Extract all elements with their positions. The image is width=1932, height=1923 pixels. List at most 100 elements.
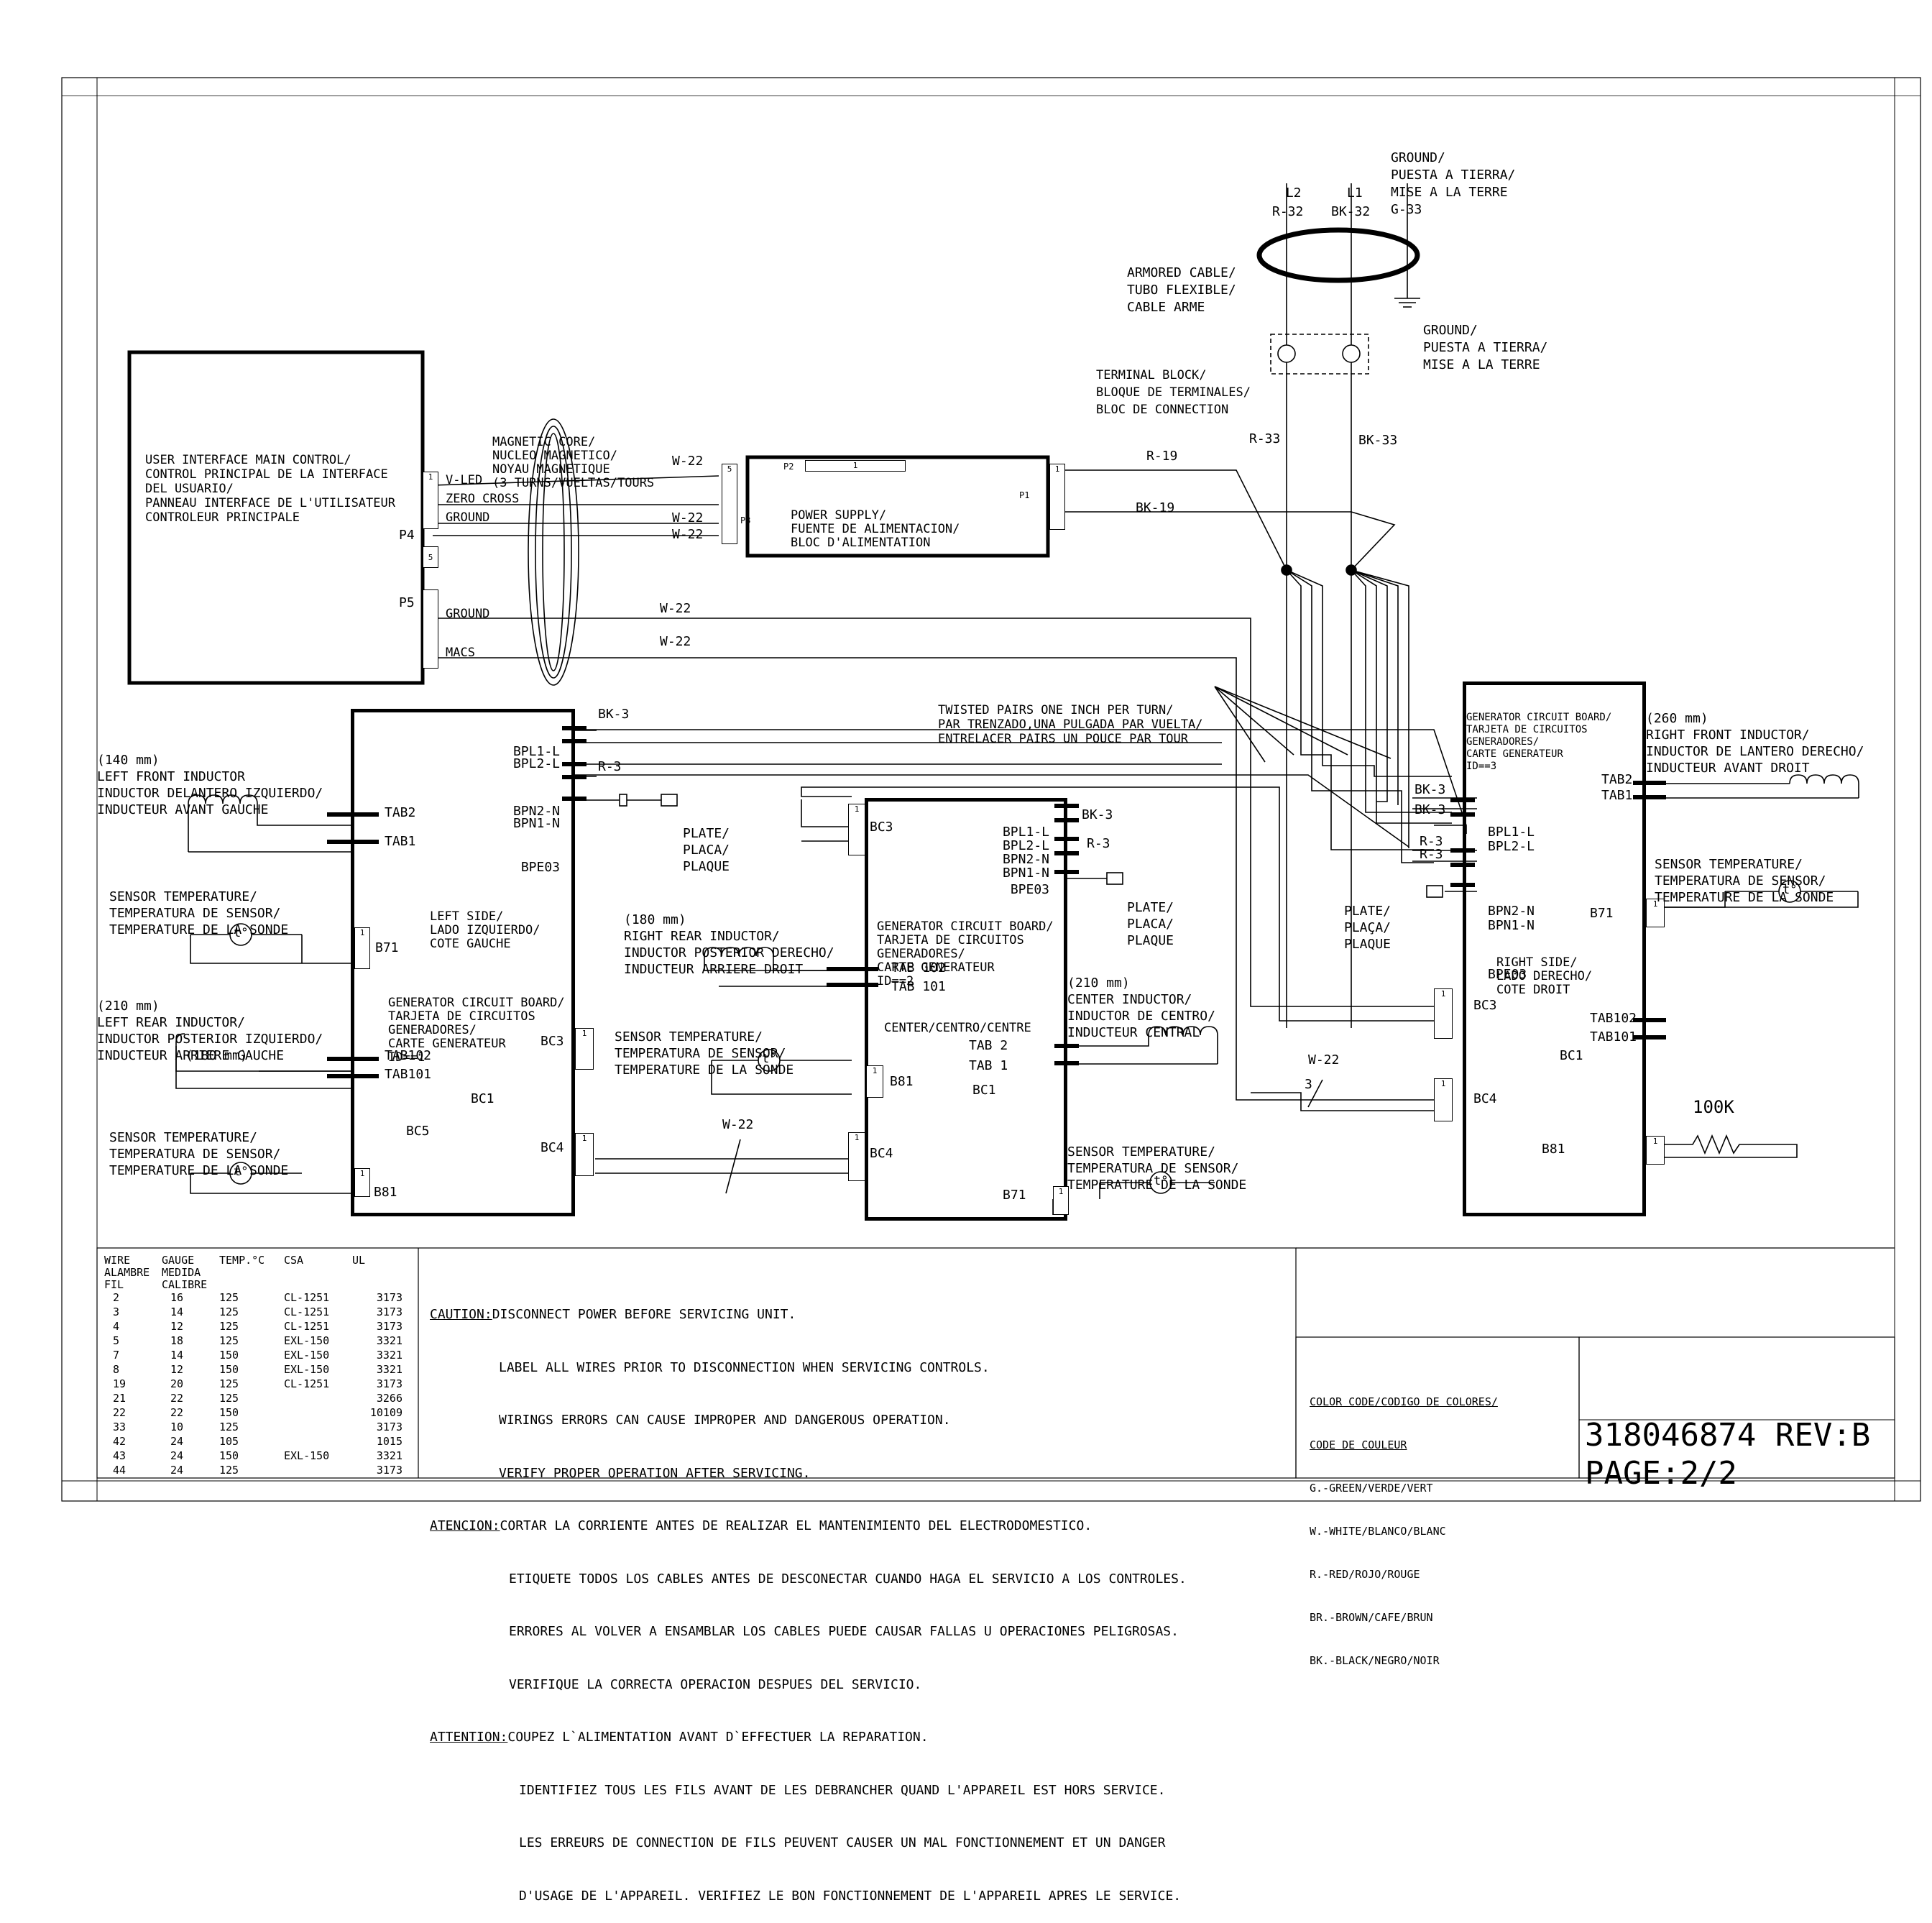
table-cell: 3321 [376,1349,402,1362]
w22-label-right: W-22 [1308,1052,1340,1068]
sensor-icon-5: t° [1782,883,1798,897]
right-front-label: (260 mm)RIGHT FRONT INDUCTOR/INDUCTOR DE… [1646,711,1864,776]
center-bc3-pin: 1 [848,804,865,855]
left-bc4: BC4 [540,1140,564,1155]
table-cell: EXL-150 [284,1363,330,1376]
left-b81: B81 [374,1185,397,1200]
left-b81-pin: 1 [354,1168,370,1197]
table-cell: 18 [170,1334,184,1347]
sensor-icon-2: t° [234,1165,249,1179]
right-b81: B81 [1542,1142,1565,1157]
left-tab101: TAB101 [385,1067,432,1082]
left-front-coil [188,794,351,826]
armored-cable-ellipse [1256,227,1420,283]
bk33-label: BK-33 [1358,433,1398,448]
power-supply-box [745,455,1050,558]
table-cell: CL-1251 [284,1377,330,1390]
table-cell: CL-1251 [284,1305,330,1318]
left-bc1: BC1 [471,1091,494,1106]
left-bc4-pin: 1 [575,1133,594,1176]
table-cell: 43 [113,1449,126,1462]
right-bc4: BC4 [1473,1091,1497,1106]
bk19-label: BK-19 [1136,500,1175,515]
left-tab2: TAB2 [385,805,416,820]
center-tab1: TAB 1 [969,1058,1008,1073]
ps-p3-label: P3 [740,515,751,526]
table-cell: 20 [170,1377,184,1390]
center-bc4: BC4 [870,1146,893,1161]
left-rear-label: (210 mm)LEFT REAR INDUCTOR/INDUCTOR POST… [97,999,323,1063]
center-label: CENTER/CENTRO/CENTRE [884,1021,1031,1035]
table-cell: 44 [113,1464,126,1477]
right-r3-2: R-3 [1420,847,1443,862]
left-tab102: TAB102 [385,1048,432,1063]
right-bc1: BC1 [1560,1048,1583,1063]
center-tab2: TAB 2 [969,1038,1008,1053]
table-cell: 3173 [376,1421,402,1433]
table-cell: 3321 [376,1363,402,1376]
center-r3: R-3 [1087,836,1110,851]
right-rear-coil [704,947,774,970]
table-cell: 7 [113,1349,120,1362]
table-cell: 125 [219,1377,239,1390]
ui-p4-pin-5: 5 [423,546,438,568]
right-bc3-pin: 1 [1434,988,1453,1039]
bk3-label-left: BK-3 [598,707,630,722]
table-cell: 21 [113,1392,126,1405]
table-cell: 3321 [376,1449,402,1462]
sensor-icon-4: t° [1154,1174,1169,1188]
left-plate-label: PLATE/PLACA/PLAQUE [683,826,730,874]
right-plate-label: PLATE/PLAÇA/PLAQUE [1344,904,1392,952]
table-cell: 3173 [376,1464,402,1477]
center-tab102: TAB 102 [891,960,946,976]
right-b81-pin: 1 [1646,1136,1665,1165]
w22-label-4: W-22 [660,601,691,616]
macs-label: MACS [446,646,475,660]
three-label: 3 [1305,1077,1312,1092]
ps-p1-label: P1 [1019,490,1030,500]
table-cell: 14 [170,1305,184,1318]
right-tab102: TAB102 [1590,1011,1637,1026]
center-b71: B71 [1003,1188,1026,1203]
right-r3-1: R-3 [1420,834,1443,849]
center-board-label: GENERATOR CIRCUIT BOARD/TARJETA DE CIRCU… [877,919,1054,988]
table-cell: 105 [219,1435,239,1448]
table-cell: 10109 [369,1406,402,1419]
left-tab-stubs [327,812,379,1100]
table-cell: 3173 [376,1291,402,1304]
sensor-icon-3: t° [762,1052,777,1066]
w22-label-2: W-22 [672,510,704,526]
power-supply-label: POWER SUPPLY/FUENTE DE ALIMENTACION/BLOC… [791,508,960,550]
r33-label: R-33 [1249,431,1281,446]
left-bc5: BC5 [406,1124,430,1139]
r19-label: R-19 [1146,449,1178,464]
left-sensor-1: SENSOR TEMPERATURE/TEMPERATURA DE SENSOR… [109,889,289,937]
center-bc1: BC1 [972,1083,996,1098]
table-cell [284,1464,352,1478]
table-cell: 3321 [376,1334,402,1347]
ui-p5-pin [423,589,438,669]
left-bc3-pin: 1 [575,1028,594,1070]
table-cell: 22 [170,1392,184,1405]
ground-label-1: GROUND [446,510,490,525]
right-b71: B71 [1590,906,1614,921]
table-cell [284,1392,352,1406]
left-b71-pin: 1 [354,927,370,969]
center-b81-pin: 1 [866,1065,883,1098]
table-cell: 22 [170,1406,184,1419]
ps-p1-pin: 1 [1049,464,1065,530]
terminal-block-label: TERMINAL BLOCK/BLOQUE DE TERMINALES/BLOC… [1096,368,1251,417]
